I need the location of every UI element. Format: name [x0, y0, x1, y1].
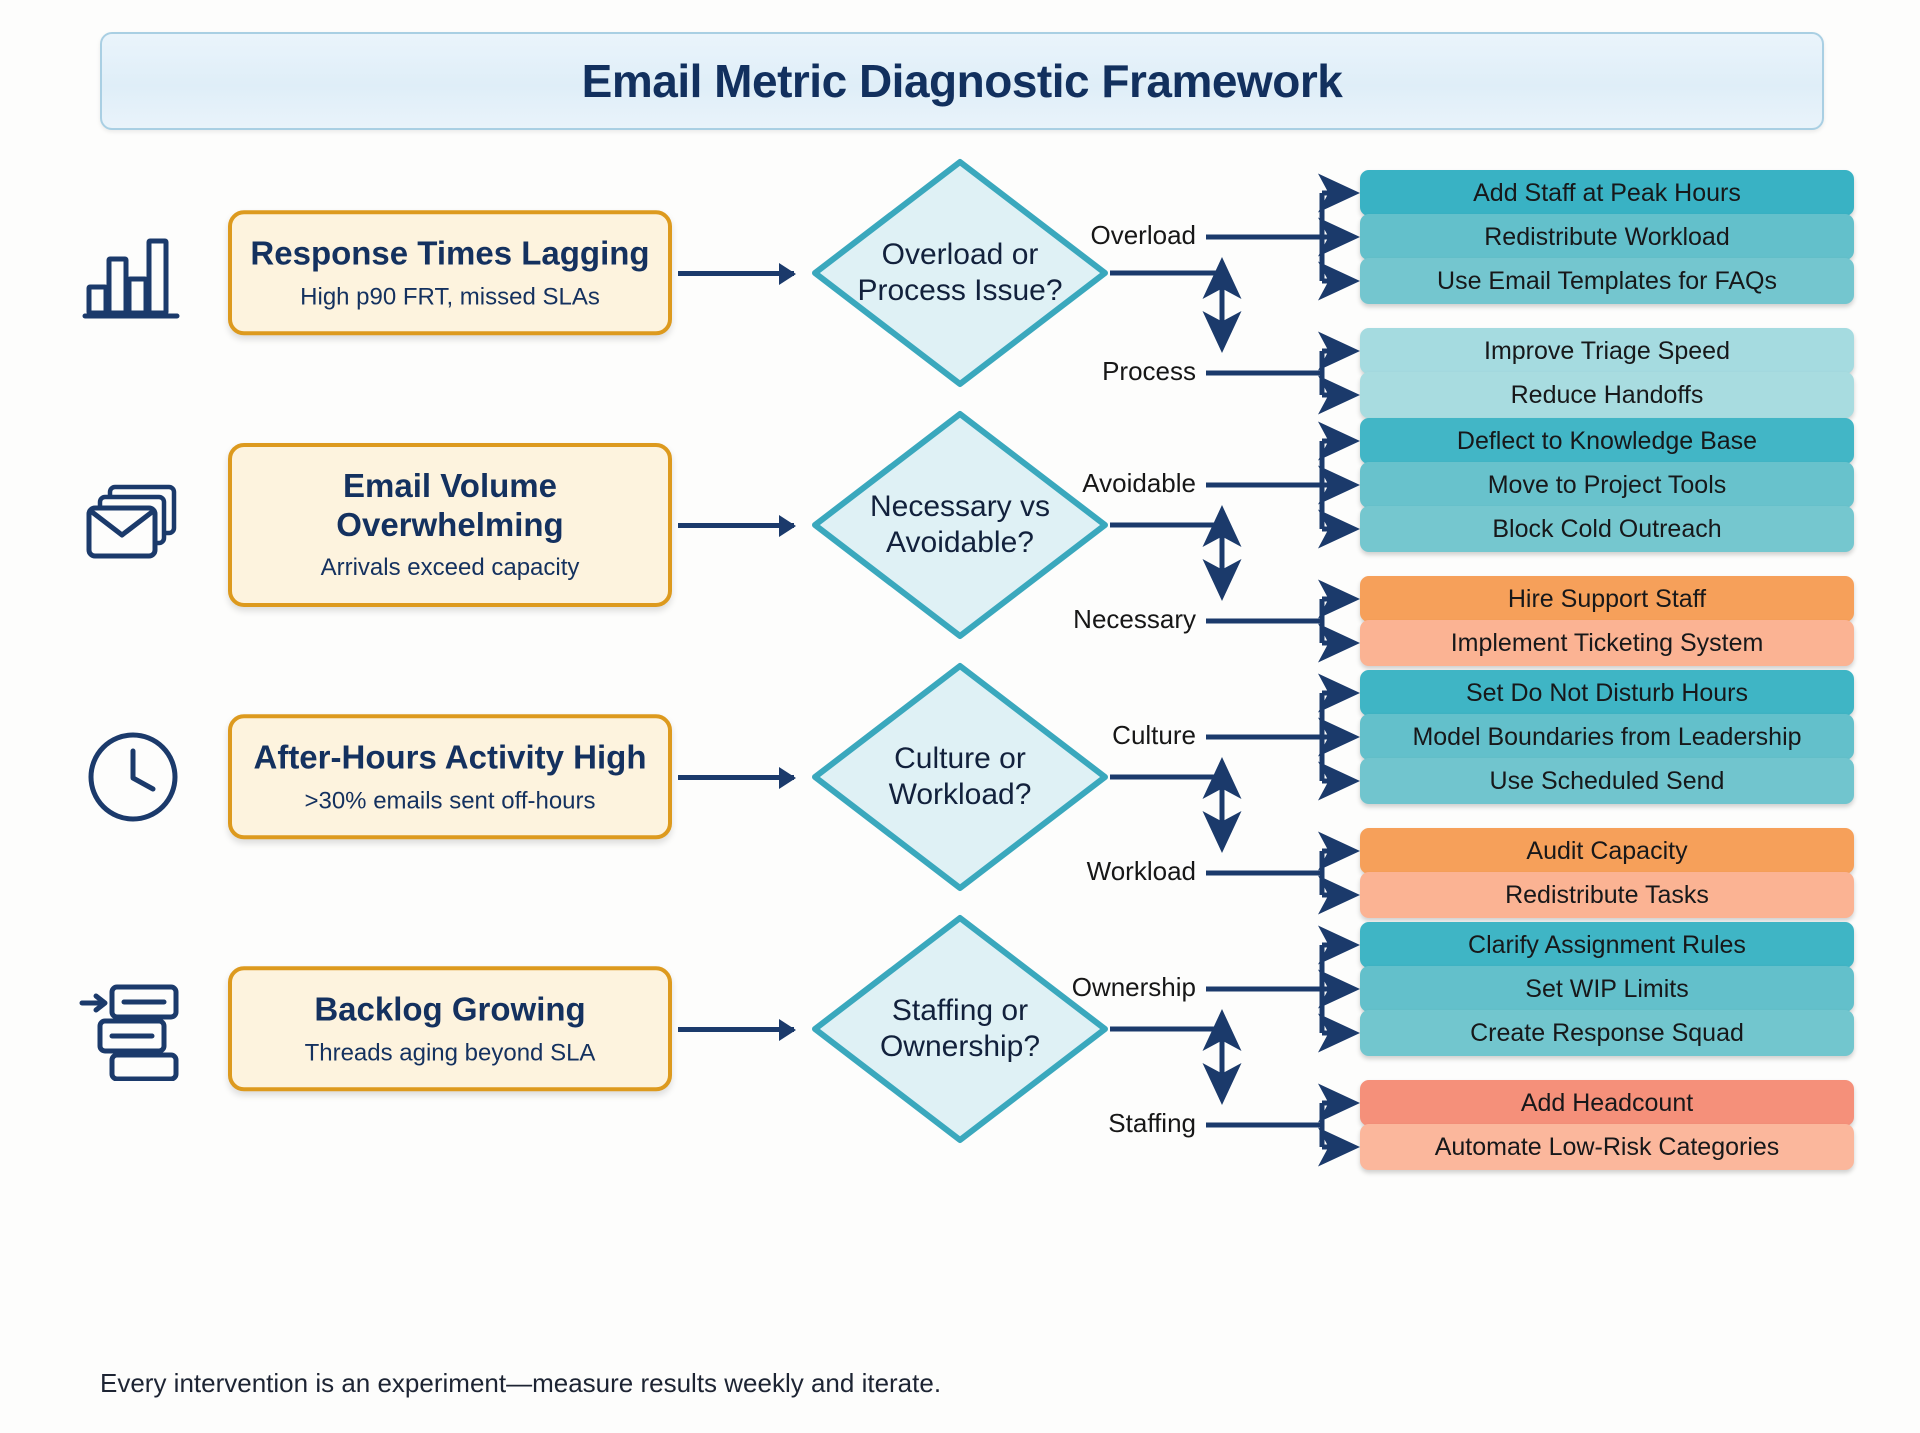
action-box[interactable]: Block Cold Outreach: [1360, 506, 1854, 552]
action-label: Block Cold Outreach: [1492, 514, 1722, 543]
action-label: Move to Project Tools: [1487, 470, 1727, 499]
branch-label: Process: [1102, 356, 1196, 386]
branch-label: Staffing: [1108, 1108, 1196, 1138]
action-label: Set WIP Limits: [1525, 974, 1689, 1003]
connector-layer: [1110, 673, 1361, 915]
action-label: Deflect to Knowledge Base: [1456, 426, 1758, 455]
flow-arrow-problem-to-decision: [678, 1027, 794, 1032]
connector-layer: [1110, 925, 1361, 1167]
problem-card[interactable]: After-Hours Activity High >30% emails sen…: [228, 714, 672, 840]
action-label: Automate Low-Risk Categories: [1434, 1132, 1780, 1161]
action-label: Implement Ticketing System: [1450, 628, 1764, 657]
branch-label: Workload: [1086, 856, 1196, 886]
action-label: Hire Support Staff: [1507, 584, 1707, 613]
problem-subtitle: >30% emails sent off-hours: [304, 786, 596, 814]
action-label: Model Boundaries from Leadership: [1412, 722, 1802, 751]
action-box[interactable]: Automate Low-Risk Categories: [1360, 1124, 1854, 1170]
action-box[interactable]: Improve Triage Speed: [1360, 328, 1854, 374]
problem-subtitle: Arrivals exceed capacity: [320, 554, 580, 582]
action-box[interactable]: Set Do Not Disturb Hours: [1360, 670, 1854, 716]
branch-label: Culture: [1112, 720, 1196, 750]
action-label: Improve Triage Speed: [1484, 336, 1730, 365]
action-box[interactable]: Model Boundaries from Leadership: [1360, 714, 1854, 760]
action-label: Add Headcount: [1520, 1088, 1694, 1117]
flow-arrow-problem-to-decision: [678, 775, 794, 780]
footer-note: Every intervention is an experiment—meas…: [100, 1368, 942, 1398]
action-box[interactable]: Reduce Handoffs: [1360, 372, 1854, 418]
problem-subtitle: Threads aging beyond SLA: [304, 1038, 596, 1066]
action-label: Use Email Templates for FAQs: [1437, 266, 1777, 295]
action-label: Redistribute Workload: [1484, 222, 1730, 251]
action-label: Audit Capacity: [1526, 836, 1688, 865]
action-box[interactable]: Use Email Templates for FAQs: [1360, 258, 1854, 304]
problem-title: After-Hours Activity High: [253, 738, 647, 776]
problem-title: Backlog Growing: [314, 990, 586, 1028]
action-box[interactable]: Deflect to Knowledge Base: [1360, 418, 1854, 464]
action-box[interactable]: Create Response Squad: [1360, 1010, 1854, 1056]
branch-label: Ownership: [1071, 972, 1196, 1002]
backlog-icon: [78, 974, 188, 1084]
action-box[interactable]: Redistribute Tasks: [1360, 872, 1854, 918]
problem-title: Email Volume Overwhelming: [336, 466, 564, 543]
page-title-banner: Email Metric Diagnostic Framework: [100, 32, 1824, 130]
action-box[interactable]: Clarify Assignment Rules: [1360, 922, 1854, 968]
action-label: Create Response Squad: [1470, 1018, 1744, 1047]
branch-label: Avoidable: [1082, 468, 1196, 498]
connector-layer: [1110, 173, 1361, 415]
branch-label: Necessary: [1073, 604, 1196, 634]
action-label: Reduce Handoffs: [1510, 380, 1704, 409]
action-label: Use Scheduled Send: [1489, 766, 1725, 795]
envelopes-icon: [78, 470, 188, 580]
action-box[interactable]: Implement Ticketing System: [1360, 620, 1854, 666]
action-label: Redistribute Tasks: [1505, 880, 1709, 909]
diagnostic-row: After-Hours Activity High >30% emails sen…: [0, 652, 1920, 918]
action-box[interactable]: Move to Project Tools: [1360, 462, 1854, 508]
action-box[interactable]: Use Scheduled Send: [1360, 758, 1854, 804]
branch-label: Overload: [1090, 220, 1197, 250]
action-label: Set Do Not Disturb Hours: [1465, 678, 1749, 707]
action-box[interactable]: Set WIP Limits: [1360, 966, 1854, 1012]
action-box[interactable]: Redistribute Workload: [1360, 214, 1854, 260]
page-title: Email Metric Diagnostic Framework: [581, 55, 1343, 107]
bar-chart-icon: [78, 218, 188, 328]
clock-icon: [78, 722, 188, 832]
action-box[interactable]: Add Headcount: [1360, 1080, 1854, 1126]
action-label: Add Staff at Peak Hours: [1473, 178, 1741, 207]
problem-subtitle: High p90 FRT, missed SLAs: [300, 282, 600, 310]
action-box[interactable]: Add Staff at Peak Hours: [1360, 170, 1854, 216]
connector-layer: [1110, 421, 1361, 663]
action-label: Clarify Assignment Rules: [1468, 930, 1746, 959]
flow-arrow-problem-to-decision: [678, 271, 794, 276]
problem-title: Response Times Lagging: [250, 234, 650, 272]
flow-arrow-problem-to-decision: [678, 523, 794, 528]
